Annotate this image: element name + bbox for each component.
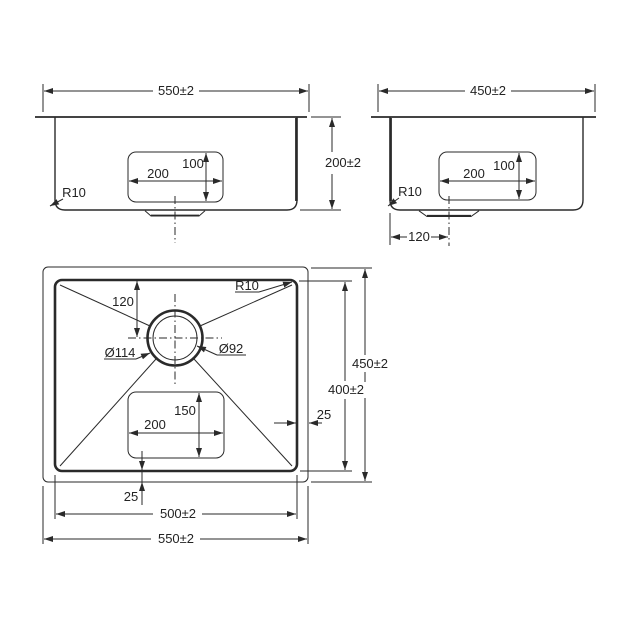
plan-outer-height-dim: 450±2 <box>352 356 388 371</box>
front-width-dim: 550±2 <box>158 83 194 98</box>
front-radius-label: R10 <box>62 185 86 200</box>
side-inner-box <box>438 151 537 201</box>
plan-radius-label: R10 <box>235 278 259 293</box>
front-height-dim: 200±2 <box>325 155 361 170</box>
front-bowl-outline <box>54 117 298 211</box>
plan-outer-rect <box>42 266 309 483</box>
fold-line <box>59 358 157 467</box>
front-inner-box <box>127 151 224 203</box>
plan-inner-height-dim: 400±2 <box>328 382 364 397</box>
side-box-height-dim: 100 <box>493 158 515 173</box>
leader-line <box>49 198 64 207</box>
gap-bottom-dim: 25 <box>124 489 138 504</box>
plan-flat-bottom-rect <box>127 391 225 459</box>
flat-height-dim: 150 <box>174 403 196 418</box>
leader-line <box>258 281 293 293</box>
side-width-dim: 450±2 <box>470 83 506 98</box>
side-drain-offset-dim: 120 <box>408 229 430 244</box>
fold-line <box>193 358 293 467</box>
front-box-width-dim: 200 <box>147 166 169 181</box>
flat-width-dim: 200 <box>144 417 166 432</box>
side-box-width-dim: 200 <box>463 166 485 181</box>
leader-line <box>196 345 218 356</box>
plan-drain-offset-dim: 120 <box>112 294 134 309</box>
fold-line <box>199 284 293 327</box>
front-box-height-dim: 100 <box>182 156 204 171</box>
drain-inner-dia-label: Ø92 <box>219 341 244 356</box>
plan-bowl-rect <box>53 278 299 473</box>
front-view: 550±2 200 100 R10 200±2 <box>35 83 361 243</box>
side-radius-label: R10 <box>398 184 422 199</box>
leader-line <box>135 352 151 360</box>
gap-right-dim: 25 <box>317 407 331 422</box>
plan-view: 120 R10 Ø114 Ø92 200 150 25 25 400±2 <box>42 266 388 546</box>
plan-inner-width-dim: 500±2 <box>160 506 196 521</box>
drain-outer-dia-label: Ø114 <box>105 345 136 360</box>
leader-line <box>387 197 400 207</box>
side-view: 450±2 200 100 R10 120 <box>371 83 596 246</box>
plan-outer-width-dim: 550±2 <box>158 531 194 546</box>
